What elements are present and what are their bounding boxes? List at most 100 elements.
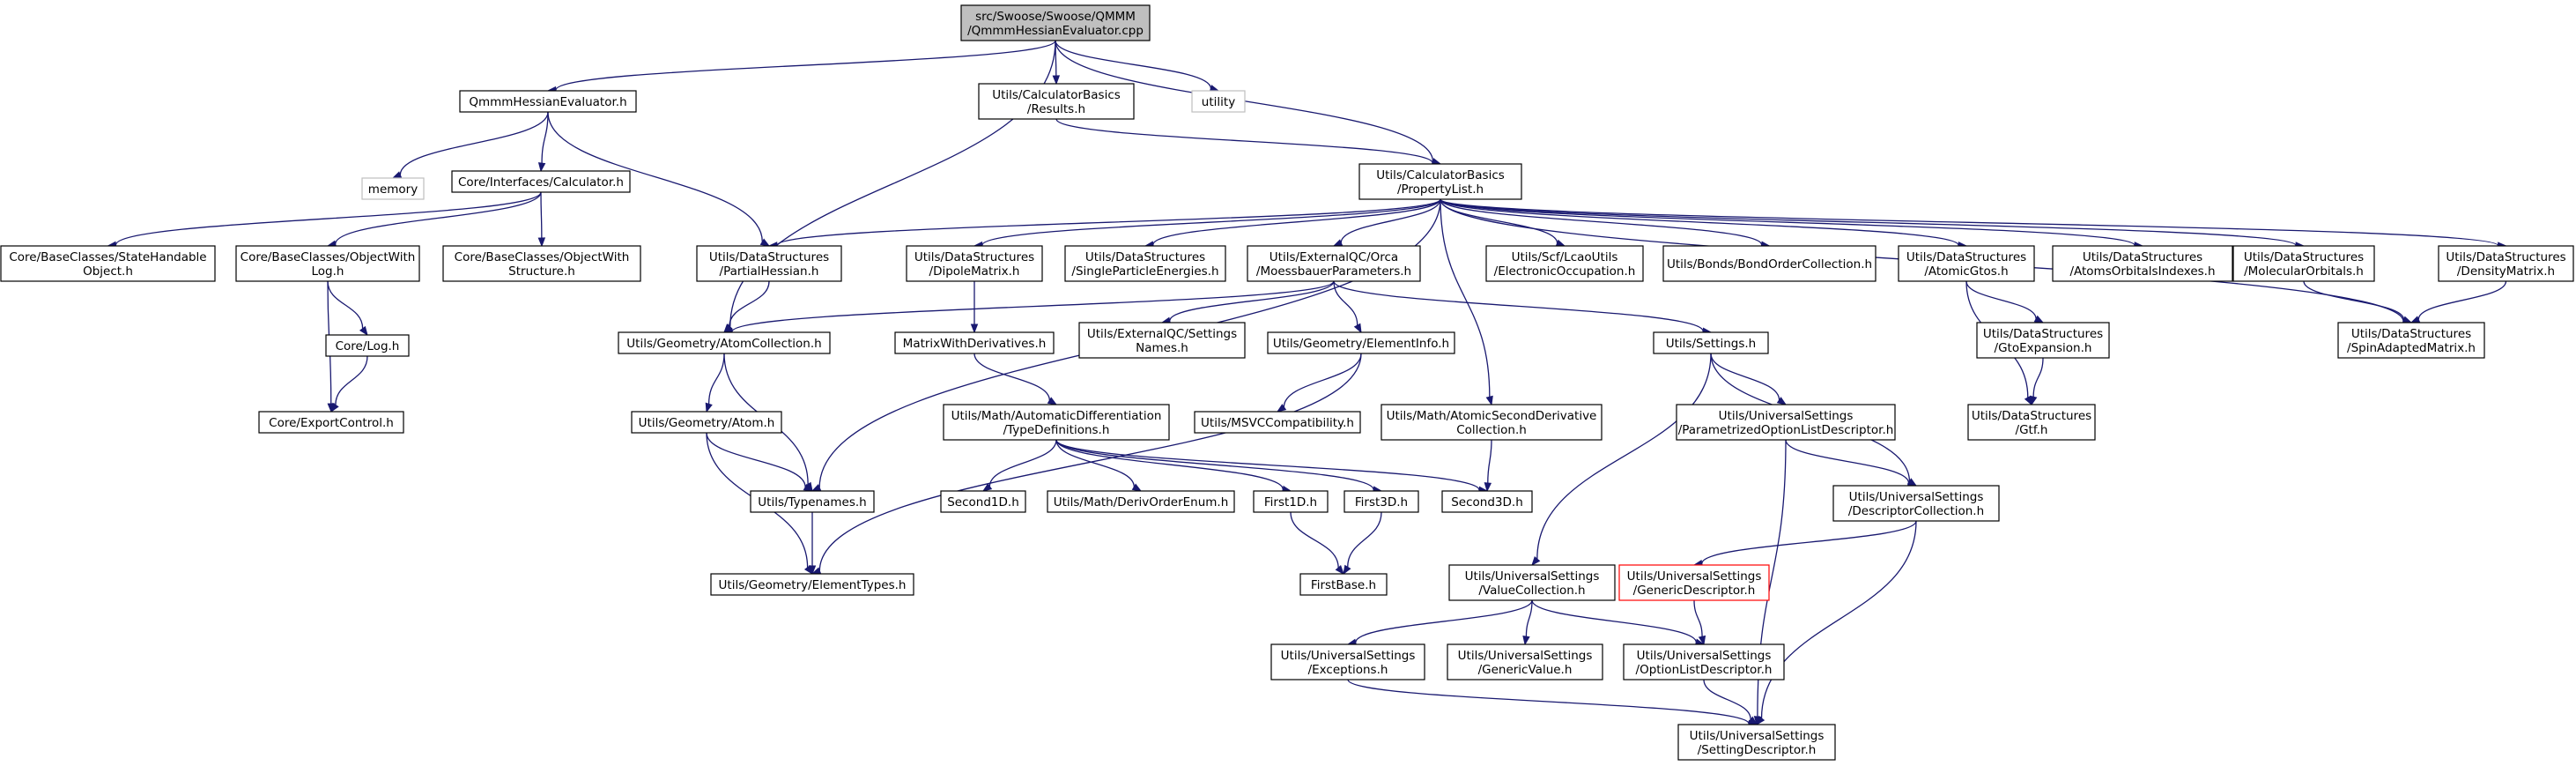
node-label-line: Second3D.h	[1451, 495, 1523, 509]
node-box	[361, 177, 425, 200]
edge-descriptorcoll-to-genericdescriptor	[1692, 520, 1917, 568]
node-label-line: /GtoExpansion.h	[1995, 341, 2092, 355]
node-first1d[interactable]: First1D.h	[1253, 490, 1329, 513]
node-box	[978, 83, 1135, 120]
node-second3d[interactable]: Second3D.h	[1441, 490, 1533, 513]
node-elementtypes[interactable]: Utils/Geometry/ElementTypes.h	[710, 573, 914, 596]
edge-proplist-to-atomicgtos	[1440, 198, 1968, 249]
node-box	[2337, 322, 2485, 359]
node-label-line: QmmmHessianEvaluator.h	[469, 95, 626, 109]
node-msvc[interactable]: Utils/MSVCCompatibility.h	[1194, 411, 1361, 434]
edge-corelog-to-exportcontrol	[330, 355, 368, 413]
node-spinadapted[interactable]: Utils/DataStructures/SpinAdaptedMatrix.h	[2337, 322, 2485, 359]
node-matrixwithderiv[interactable]: MatrixWithDerivatives.h	[894, 331, 1055, 354]
node-label-line: Utils/Bonds/BondOrderCollection.h	[1667, 257, 1872, 271]
node-label-line: /Gtf.h	[2016, 423, 2048, 437]
node-first3d[interactable]: First3D.h	[1344, 490, 1419, 513]
node-descriptorcoll[interactable]: Utils/UniversalSettings/DescriptorCollec…	[1832, 485, 2000, 522]
edge-objwithlog-to-corelog	[327, 280, 368, 337]
node-qmmm_h[interactable]: QmmmHessianEvaluator.h	[459, 90, 637, 113]
node-atomicsecond[interactable]: Utils/Math/AtomicSecondDerivativeCollect…	[1381, 404, 1603, 441]
node-second1d[interactable]: Second1D.h	[940, 490, 1026, 513]
node-gtoexpansion[interactable]: Utils/DataStructures/GtoExpansion.h	[1976, 322, 2110, 359]
node-label-line: Utils/ExternalQC/Orca	[1269, 250, 1398, 264]
node-box	[940, 490, 1026, 513]
node-label-line: First3D.h	[1355, 495, 1408, 509]
node-proplist[interactable]: Utils/CalculatorBasics/PropertyList.h	[1358, 163, 1522, 200]
node-corelog[interactable]: Core/Log.h	[325, 334, 410, 357]
node-label-line: /AtomicGtos.h	[1924, 264, 2008, 279]
node-molecularorbitals[interactable]: Utils/DataStructures/MolecularOrbitals.h	[2232, 245, 2375, 282]
node-label-line: Utils/Settings.h	[1666, 337, 1756, 351]
node-atomcollection[interactable]: Utils/Geometry/AtomCollection.h	[618, 331, 831, 354]
node-firstbase[interactable]: FirstBase.h	[1299, 573, 1388, 596]
edge-valuecollection-to-optionlist	[1531, 599, 1706, 646]
node-box	[1381, 404, 1603, 441]
node-lcao[interactable]: Utils/Scf/LcaoUtils/ElectronicOccupation…	[1485, 245, 1644, 282]
edge-first3d-to-firstbase	[1343, 511, 1382, 576]
node-label-line: Utils/Geometry/AtomCollection.h	[626, 337, 821, 351]
node-box	[258, 411, 404, 434]
node-label-line: Utils/Math/AtomicSecondDerivative	[1387, 409, 1597, 423]
node-box	[631, 411, 782, 434]
node-settingdescriptor[interactable]: Utils/UniversalSettings/SettingDescripto…	[1677, 724, 1836, 761]
node-valuecollection[interactable]: Utils/UniversalSettings/ValueCollection.…	[1448, 564, 1616, 601]
node-label-line: Utils/UniversalSettings	[1719, 409, 1854, 423]
node-label-line: Utils/UniversalSettings	[1690, 729, 1825, 743]
node-atomsorbital[interactable]: Utils/DataStructures/AtomsOrbitalsIndexe…	[2052, 245, 2233, 282]
node-label-line: Utils/DataStructures	[709, 250, 829, 264]
node-label-line: Utils/UniversalSettings	[1458, 649, 1593, 663]
node-genericdescriptor[interactable]: Utils/UniversalSettings/GenericDescripto…	[1618, 564, 1770, 601]
node-box	[1485, 245, 1644, 282]
node-typenames[interactable]: Utils/Typenames.h	[750, 490, 875, 513]
node-memory: memory	[361, 177, 425, 200]
node-singleparticle[interactable]: Utils/DataStructures/SingleParticleEnerg…	[1064, 245, 1226, 282]
node-box	[1623, 643, 1785, 680]
edge-partialhessian-to-atomcollection	[723, 280, 770, 334]
node-label-line: /PartialHessian.h	[720, 264, 819, 279]
node-elementinfo[interactable]: Utils/Geometry/ElementInfo.h	[1267, 331, 1455, 354]
node-genericvalue[interactable]: Utils/UniversalSettings/GenericValue.h	[1447, 643, 1603, 680]
node-partialhessian[interactable]: Utils/DataStructures/PartialHessian.h	[696, 245, 842, 282]
node-atomicgtos[interactable]: Utils/DataStructures/AtomicGtos.h	[1898, 245, 2035, 282]
node-utility: utility	[1191, 90, 1246, 113]
node-moessbauer[interactable]: Utils/ExternalQC/Orca/MoessbauerParamete…	[1247, 245, 1421, 282]
node-label-line: memory	[368, 182, 418, 197]
node-gtf[interactable]: Utils/DataStructures/Gtf.h	[1967, 404, 2096, 441]
node-label-line: /PropertyList.h	[1397, 182, 1484, 197]
node-label-line: Utils/UniversalSettings	[1465, 569, 1600, 584]
node-optionlist[interactable]: Utils/UniversalSettings/OptionListDescri…	[1623, 643, 1785, 680]
node-derivorder[interactable]: Utils/Math/DerivOrderEnum.h	[1047, 490, 1235, 513]
node-settings[interactable]: Utils/Settings.h	[1653, 331, 1769, 354]
node-label-line: Log.h	[312, 264, 344, 279]
node-label-line: /ParametrizedOptionListDescriptor.h	[1678, 423, 1894, 437]
node-box	[1247, 245, 1421, 282]
node-box	[906, 245, 1043, 282]
node-calculator[interactable]: Core/Interfaces/Calculator.h	[451, 170, 631, 193]
node-label-line: Utils/ExternalQC/Settings	[1087, 327, 1237, 341]
edge-parametrized-to-descriptorcoll	[1785, 439, 1918, 487]
node-exceptions[interactable]: Utils/UniversalSettings/Exceptions.h	[1270, 643, 1425, 680]
node-results[interactable]: Utils/CalculatorBasics/Results.h	[978, 83, 1135, 120]
node-exportcontrol[interactable]: Core/ExportControl.h	[258, 411, 404, 434]
node-root[interactable]: src/Swoose/Swoose/QMMM/QmmmHessianEvalua…	[960, 4, 1151, 41]
node-label-line: Utils/UniversalSettings	[1627, 569, 1762, 584]
edge-matrixwithderiv-to-typedefs	[973, 353, 1058, 405]
edge-gtoexpansion-to-gtf	[2030, 357, 2044, 406]
node-bondorder[interactable]: Utils/Bonds/BondOrderCollection.h	[1662, 245, 1876, 282]
node-atom[interactable]: Utils/Geometry/Atom.h	[631, 411, 782, 434]
edge-calculator-to-objwithlog	[326, 191, 542, 248]
node-parametrized[interactable]: Utils/UniversalSettings/ParametrizedOpti…	[1676, 404, 1896, 441]
node-box	[1270, 643, 1425, 680]
node-label-line: /QmmmHessianEvaluator.cpp	[967, 24, 1144, 38]
node-label-line: /ValueCollection.h	[1478, 584, 1585, 598]
node-label-line: Utils/MSVCCompatibility.h	[1201, 416, 1354, 430]
node-dipolematrix[interactable]: Utils/DataStructures/DipoleMatrix.h	[906, 245, 1043, 282]
node-box	[1191, 90, 1246, 113]
node-densitymatrix[interactable]: Utils/DataStructures/DensityMatrix.h	[2438, 245, 2574, 282]
node-typedefs[interactable]: Utils/Math/AutomaticDifferentiation/Type…	[943, 404, 1170, 441]
